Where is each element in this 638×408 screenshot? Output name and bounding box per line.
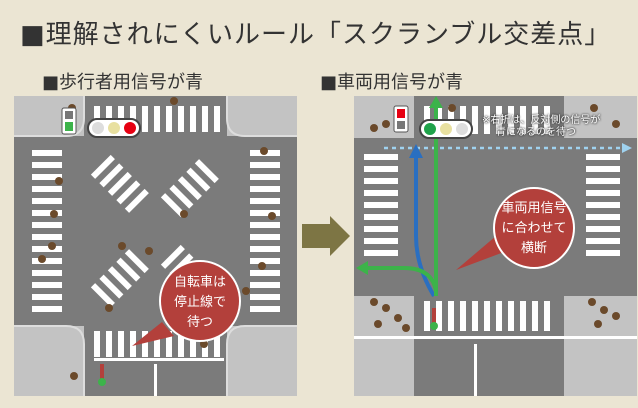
right-panel-heading: ■車両用信号が青 <box>320 72 464 93</box>
vehicle-green-diagram: 車両用信号 に合わせて 横断 <box>354 96 637 396</box>
pedestrian-signal-red-icon <box>393 105 409 133</box>
bubble-line-1: 車両用信号 <box>501 201 566 216</box>
page-title: ■理解されにくいルール「スクランブル交差点」 <box>20 20 612 50</box>
bubble-line-2: に合わせて <box>501 221 566 236</box>
vehicle-signal-red-icon <box>87 118 141 138</box>
vehicle-signal-green-icon <box>419 119 473 139</box>
pedestrian-icons <box>38 97 276 380</box>
bicycle-icon <box>98 364 106 386</box>
pedestrian-icons <box>370 104 620 332</box>
left-panel-heading: ■歩行者用信号が青 <box>42 72 204 93</box>
pedestrian-green-diagram: 自転車は 停止線で 待つ <box>14 96 297 396</box>
right-turn-note: ※右折は、反対側の信号が 青になるのを待つ <box>482 115 600 139</box>
bubble-line-1: 自転車は <box>174 275 226 290</box>
note-line-2: 青になるのを待つ <box>496 127 576 138</box>
transition-arrow-icon <box>302 216 350 260</box>
bubble-line-3: 横断 <box>521 241 547 256</box>
cross-with-vehicles-bubble: 車両用信号 に合わせて 横断 <box>456 187 575 270</box>
bicycle-wait-bubble: 自転車は 停止線で 待つ <box>132 260 241 346</box>
note-line-1: ※右折は、反対側の信号が <box>482 115 601 126</box>
bicycle-icon <box>430 308 438 330</box>
bubble-line-2: 停止線で <box>174 294 226 310</box>
pedestrian-signal-icon <box>61 107 77 135</box>
bubble-line-3: 待つ <box>187 315 213 330</box>
